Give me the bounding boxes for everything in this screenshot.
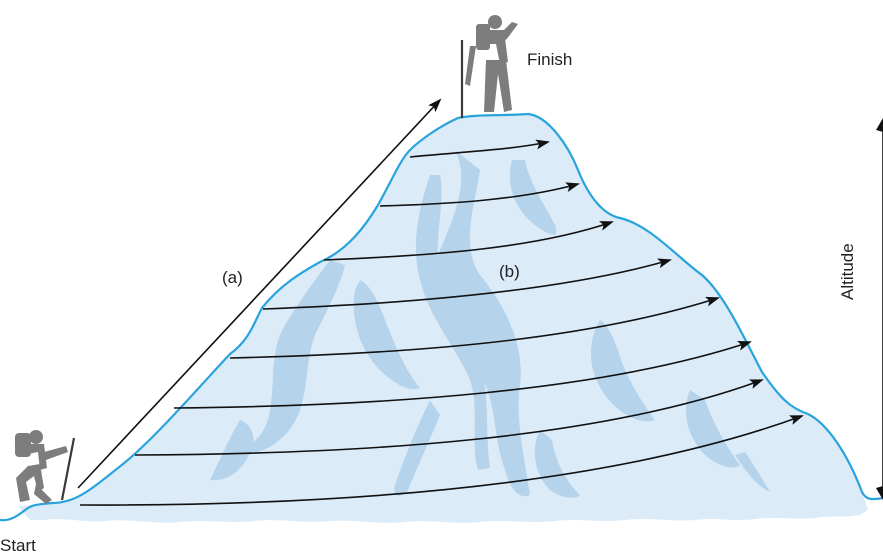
finish-label: Finish (527, 50, 573, 69)
start-label: Start (0, 536, 36, 555)
contour-arrow (79, 415, 804, 506)
path-a-label: (a) (222, 268, 243, 287)
hiker-standing-icon (460, 15, 518, 118)
path-a-arrow (77, 98, 442, 489)
path-b-arrows (79, 139, 804, 506)
altitude-axis-label: Altitude (838, 243, 857, 300)
contour-arrow (229, 296, 720, 359)
hiker-climbing-icon (15, 430, 76, 504)
contour-arrow (134, 379, 764, 456)
contour-arrow (323, 221, 614, 261)
mountain-outline (0, 112, 883, 522)
contour-arrow (262, 258, 672, 310)
contour-arrow (409, 139, 550, 158)
path-b-label: (b) (499, 262, 520, 281)
altitude-axis (876, 118, 883, 500)
contour-arrow (379, 182, 580, 207)
mountain-texture (210, 150, 770, 498)
contour-arrow (173, 341, 752, 409)
